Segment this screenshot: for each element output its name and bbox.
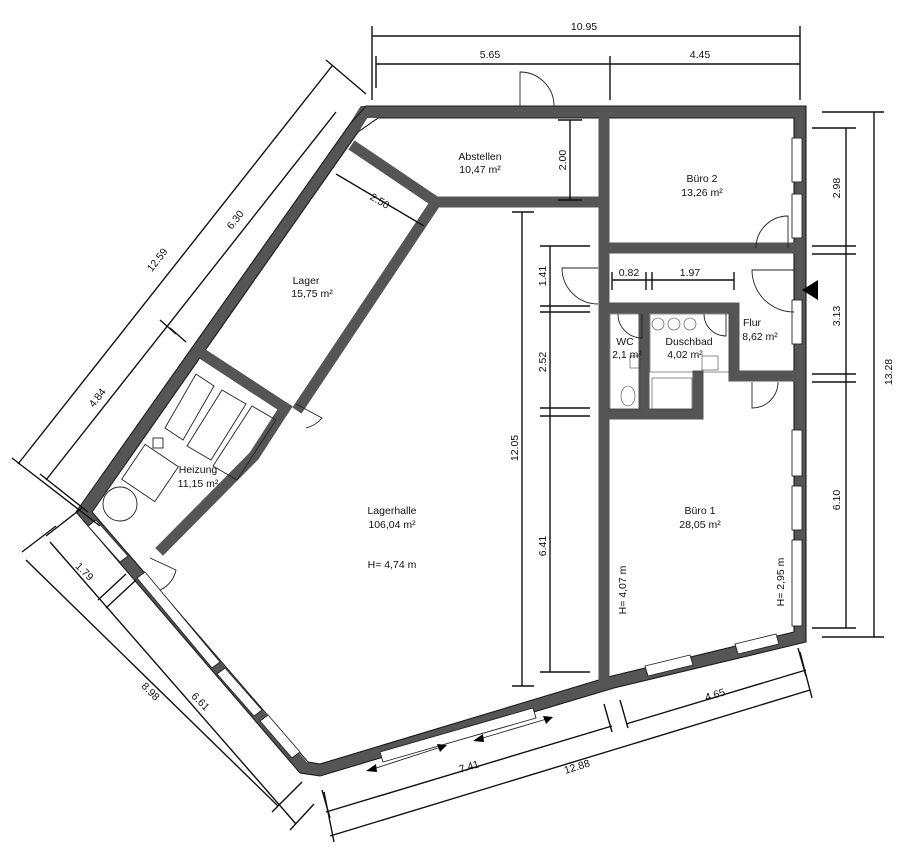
window-bottom-1	[644, 654, 694, 677]
dim-inner-252: 2.52	[537, 352, 549, 373]
door-abstellen-entry	[519, 71, 555, 107]
dim-right-mid: 3.13	[831, 306, 843, 327]
gate-arrows	[366, 716, 553, 772]
dim-flur-082: 0.82	[619, 267, 640, 279]
room-labels: Abstellen 10,47 m² Büro 2 13,26 m² Lager…	[178, 151, 787, 614]
room-buero1-area: 28,05 m²	[679, 519, 721, 531]
door-wc	[617, 313, 643, 339]
wall-lager-heizung	[196, 347, 293, 416]
door-lager	[295, 403, 323, 429]
tank-1	[164, 373, 215, 441]
interior-walls	[155, 112, 800, 682]
height-left-label: H= 4,07 m	[617, 565, 629, 614]
doors	[149, 71, 795, 591]
room-lagerhalle-area: 106,04 m²	[368, 519, 416, 531]
dim-right-top: 2.98	[831, 178, 843, 199]
shower-tray	[651, 377, 693, 411]
wall-heizung-right	[155, 400, 293, 556]
window-bottom-gate	[379, 707, 537, 763]
wall-lager-right	[292, 194, 444, 414]
dim-bottom-1288: 12.88	[563, 758, 592, 777]
window-flur	[791, 299, 803, 345]
outer-wall-shape	[76, 106, 806, 777]
room-buero2-name: Büro 2	[687, 173, 718, 185]
window-left-2	[216, 667, 263, 717]
room-abstellen-name: Abstellen	[458, 151, 501, 163]
dim-right-bottom: 6.10	[831, 490, 843, 511]
window-left-1	[136, 571, 221, 669]
window-buero1-2	[791, 485, 803, 531]
window-buero1-1	[791, 429, 803, 477]
entrance-arrow	[802, 280, 818, 300]
room-flur-name: Flur	[743, 317, 762, 329]
wall-bath-top	[598, 302, 800, 382]
door-duschbad	[703, 313, 727, 337]
room-abstellen-area: 10,47 m²	[459, 164, 501, 176]
door-buero2	[755, 215, 789, 249]
room-lagerhalle-name: Lagerhalle	[367, 505, 416, 517]
door-heizung	[149, 557, 177, 591]
room-wc-area: 2,1 m²	[612, 349, 642, 361]
room-flur-area: 8,62 m²	[742, 331, 778, 343]
dim-left-898: 8.98	[139, 680, 162, 703]
inner-wall-outline	[91, 117, 795, 765]
wall-bath-bottom	[598, 370, 704, 420]
room-buero1-name: Büro 1	[685, 505, 716, 517]
dim-left-661: 6.61	[189, 690, 212, 713]
dimension-lines	[11, 26, 884, 843]
boiler-round	[102, 486, 138, 522]
window-heizung	[87, 519, 129, 563]
dim-top-left: 5.65	[480, 49, 501, 61]
windows	[87, 137, 803, 763]
room-heizung-name: Heizung	[179, 464, 218, 476]
room-duschbad-area: 4,02 m²	[667, 349, 703, 361]
boiler	[121, 443, 179, 503]
dim-top-total: 10.95	[571, 21, 597, 33]
chimney	[152, 437, 164, 449]
tank-2	[186, 389, 247, 461]
window-buero2-2	[791, 193, 803, 239]
room-wc-name: WC	[616, 336, 634, 348]
dim-flur-197: 1.97	[680, 267, 701, 279]
dim-inner-641: 6.41	[537, 536, 549, 557]
height-right-label: H= 2,95 m	[775, 557, 787, 606]
dim-bottom-465: 4.65	[704, 686, 727, 703]
outer-wall-outline	[75, 105, 807, 777]
room-heizung-area: 11,15 m²	[178, 478, 219, 490]
room-duschbad-name: Duschbad	[665, 336, 712, 348]
room-lager-area: 15,75 m²	[291, 288, 333, 300]
dim-inner-abstellen: 2.00	[557, 150, 569, 171]
dim-right-total: 13.28	[883, 359, 895, 385]
wc-tiles	[609, 313, 641, 411]
dim-diag-484: 4.84	[87, 386, 109, 410]
door-flur-left	[561, 267, 599, 305]
window-buero1-3	[791, 539, 803, 627]
tank-3	[212, 405, 277, 481]
room-buero2-area: 13,26 m²	[681, 187, 723, 199]
outer-walls	[75, 105, 807, 777]
dim-bottom-741: 7.41	[458, 758, 481, 775]
door-flur-right	[751, 269, 795, 313]
room-lagerhalle-height: H= 4,74 m	[368, 559, 417, 571]
dim-inner-141: 1.41	[537, 266, 549, 287]
fixtures	[102, 280, 818, 772]
window-bottom-2	[734, 633, 780, 655]
dim-top-right: 4.45	[690, 49, 711, 61]
room-lager-name: Lager	[293, 275, 320, 287]
dim-lager-width: 2.50	[368, 191, 392, 212]
dim-inner-1205: 12.05	[509, 435, 521, 461]
window-left-3	[259, 714, 301, 759]
dim-diag-1259: 12.59	[145, 246, 171, 274]
window-buero2-1	[791, 137, 803, 183]
dim-left-179: 1.79	[73, 560, 96, 583]
door-buero1	[751, 381, 779, 409]
washbasin	[701, 355, 719, 371]
duschbad-tiles	[649, 313, 731, 411]
